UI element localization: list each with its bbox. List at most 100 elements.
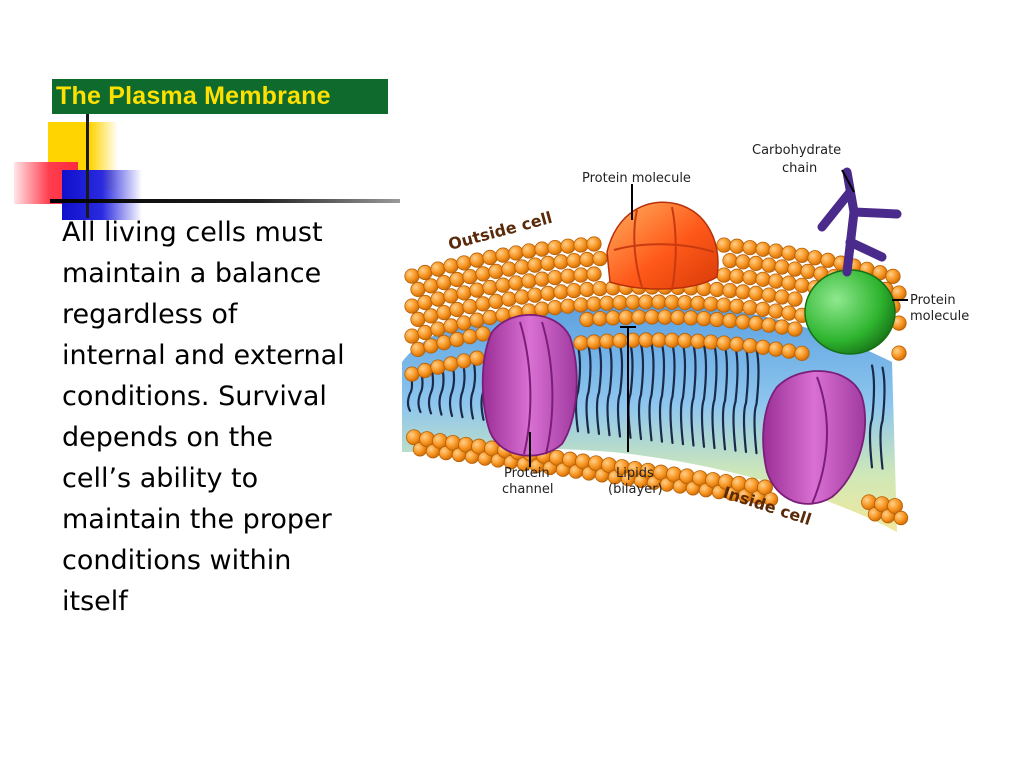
lipid-head	[404, 298, 420, 314]
lipid-head	[768, 303, 784, 319]
lipid-head	[410, 311, 426, 327]
lipid-head	[586, 266, 602, 282]
lipid-head	[638, 332, 654, 348]
lipid-head	[774, 259, 790, 275]
lipid-head	[573, 297, 589, 313]
lipid-head	[781, 343, 797, 359]
lipid-head	[495, 247, 511, 263]
lipid-head	[683, 310, 699, 326]
lipid-head	[722, 283, 738, 299]
lipid-head	[488, 263, 504, 279]
lipid-head	[887, 498, 903, 514]
lipid-head	[443, 288, 459, 304]
lipid-head	[716, 297, 732, 313]
lipid-head	[462, 329, 478, 345]
lipid-head	[456, 315, 472, 331]
lipid-head	[482, 309, 498, 326]
lipid-head	[547, 269, 563, 286]
lipid-tail	[574, 345, 582, 433]
lipid-head	[423, 308, 439, 324]
carbohydrate-chain	[817, 167, 902, 277]
lipid-head	[768, 341, 784, 357]
lipid-head	[612, 295, 628, 311]
lipid-head	[742, 338, 758, 354]
lipid-tail	[868, 364, 876, 469]
lipid-head	[417, 324, 433, 341]
label-lipids-line1: Lipids	[616, 466, 654, 481]
lipid-head	[501, 291, 517, 307]
lipid-head	[735, 254, 751, 270]
lipid-head	[449, 331, 465, 348]
lipid-head	[430, 359, 446, 375]
lipid-head	[566, 253, 582, 269]
lipid-tail	[459, 358, 466, 419]
lipid-head	[735, 284, 751, 300]
label-protein-molecule-top: Protein molecule	[582, 171, 691, 186]
lipid-tail	[753, 347, 760, 455]
lipid-head	[547, 239, 563, 256]
lipid-head	[475, 266, 491, 282]
decor-horizontal-line	[50, 199, 400, 203]
lipid-head	[469, 312, 485, 328]
lipid-head	[521, 273, 537, 289]
lipid-head	[820, 252, 836, 268]
slide-title: The Plasma Membrane	[52, 79, 388, 114]
lipid-head	[462, 269, 478, 285]
lipid-head	[430, 321, 446, 337]
lipid-head	[787, 261, 803, 277]
lipid-head	[404, 268, 420, 284]
lipid-head	[768, 273, 784, 289]
lipid-head	[657, 309, 673, 325]
lipid-head	[443, 258, 459, 274]
lipid-head	[618, 309, 634, 325]
lipid-head	[748, 315, 764, 331]
lipid-head	[410, 341, 426, 357]
lipid-head	[807, 250, 823, 266]
lipid-head	[690, 295, 706, 311]
lipid-tail	[637, 342, 645, 441]
lipid-head	[794, 345, 810, 361]
lipid-tail	[595, 344, 603, 435]
lipid-head	[573, 267, 589, 283]
lipid-tail	[438, 362, 445, 416]
lipid-tail	[427, 364, 435, 415]
lipid-head	[579, 251, 595, 268]
lipid-head	[423, 278, 439, 294]
lipid-head	[703, 334, 719, 350]
protein-channel-left	[481, 313, 578, 457]
lipid-head	[501, 261, 517, 277]
lipid-head	[534, 301, 550, 317]
decor-vertical-line	[86, 112, 89, 218]
lipid-head	[763, 492, 779, 507]
lipid-head	[677, 333, 693, 349]
lipid-head	[540, 285, 556, 301]
protein-molecule-top	[606, 201, 719, 291]
label-protein-molecule-right-line2: molecule	[910, 309, 969, 324]
lipid-head	[514, 289, 530, 305]
lipid-head	[573, 237, 589, 253]
lipid-head	[469, 282, 485, 298]
leader-lines	[529, 169, 908, 467]
label-protein-channel-line1: Protein	[504, 466, 550, 481]
lipid-head	[430, 291, 446, 307]
lipid-head	[664, 332, 680, 348]
lipid-head	[560, 238, 576, 254]
lipid-head	[605, 310, 621, 326]
lipid-head	[748, 285, 764, 301]
lipid-head	[404, 366, 420, 382]
lipid-tail	[679, 343, 687, 446]
lipid-head	[644, 309, 660, 325]
lipid-head	[456, 353, 472, 369]
lipid-head	[436, 275, 452, 291]
lipid-head	[475, 296, 491, 312]
lipid-head	[787, 321, 803, 337]
lipid-head	[508, 275, 524, 291]
lipid-head	[482, 249, 498, 266]
lipid-head	[495, 277, 511, 293]
lipid-tail	[469, 357, 477, 420]
lipid-head	[716, 237, 732, 253]
lipid-tail	[742, 346, 750, 453]
lipid-head	[755, 241, 771, 257]
lipid-head	[573, 335, 589, 351]
lipid-tail	[616, 343, 624, 438]
